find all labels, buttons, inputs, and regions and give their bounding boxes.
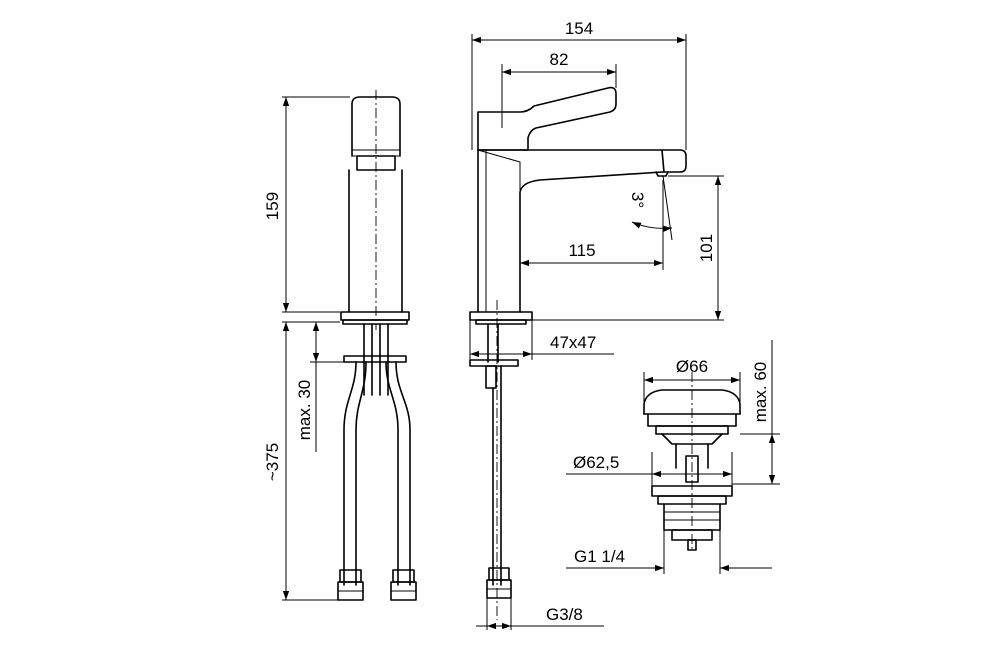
dim-spout-reach: 115 (568, 241, 595, 260)
waste-valve-view: Ø66 max. 60 Ø62,5 G1 1/4 (566, 340, 780, 574)
dim-waste-flange-diameter: Ø62,5 (573, 453, 619, 472)
dim-overall-width: 154 (565, 19, 593, 38)
dim-hose-thread: G3/8 (546, 605, 583, 624)
side-view: 154 82 115 3° 101 47x47 G3/8 (469, 19, 724, 630)
dim-waste-max-height: max. 60 (751, 362, 770, 422)
dim-lever-length: 82 (550, 50, 569, 69)
dim-waste-head-diameter: Ø66 (676, 357, 708, 376)
dim-spout-angle: 3° (628, 192, 647, 208)
dim-waste-thread: G1 1/4 (574, 547, 625, 566)
dim-base-plate: 47x47 (550, 333, 596, 352)
dim-spout-height: 101 (697, 234, 716, 262)
dim-body-height: 159 (263, 192, 282, 220)
dim-counter-thickness: max. 30 (295, 380, 314, 440)
front-view: 159 ~375 max. 30 (263, 90, 417, 601)
dim-total-height: ~375 (263, 443, 282, 481)
